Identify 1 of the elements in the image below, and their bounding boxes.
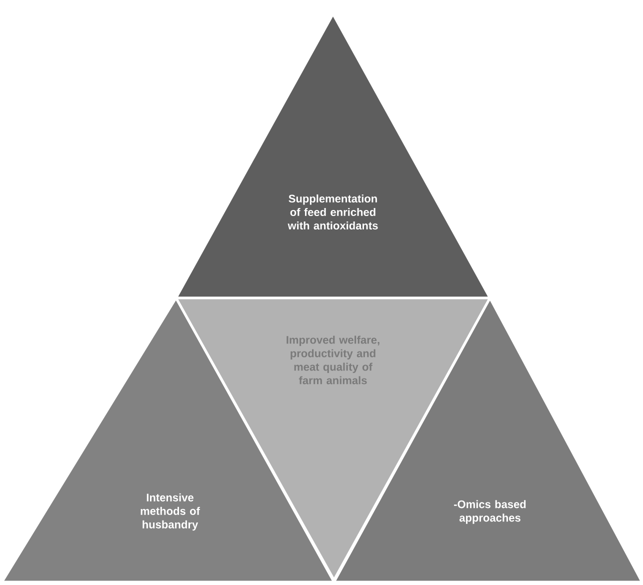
triangle: Supplementation of feed enriched with antioxidants bbox=[174, 12, 492, 300]
